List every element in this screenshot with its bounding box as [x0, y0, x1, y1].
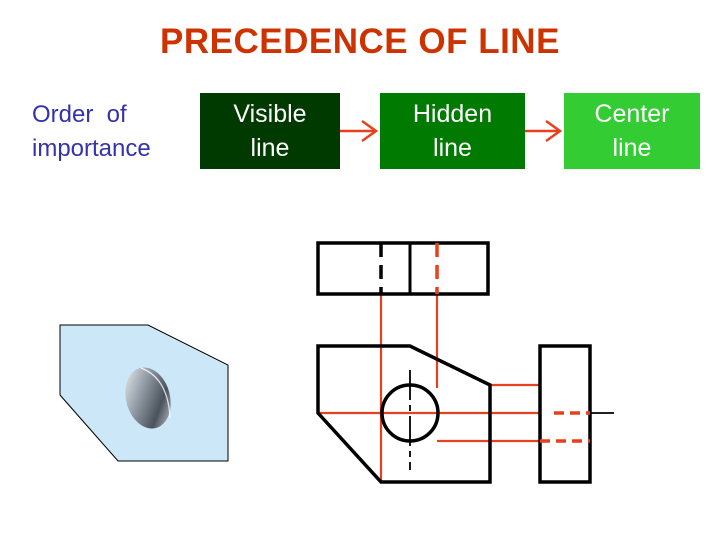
visible-line-label-2: line — [250, 134, 290, 162]
arrow-visible-to-hidden — [340, 119, 379, 143]
visible-line-box: Visible line — [200, 93, 340, 169]
projection-lines — [318, 295, 540, 482]
order-label-line2: importance — [32, 135, 151, 162]
hidden-line-label-1: Hidden — [412, 100, 493, 128]
top-view — [316, 241, 490, 296]
visible-line-label-1: Visible — [233, 100, 307, 128]
order-label-line1: Order of — [32, 101, 127, 128]
center-line-label-2: line — [612, 134, 652, 162]
hidden-line-box: Hidden line — [380, 93, 525, 169]
isometric-view — [59, 324, 229, 462]
hidden-line-label-2: line — [433, 134, 472, 162]
arrow-hidden-to-center — [525, 119, 563, 143]
center-line-box: Center line — [564, 93, 700, 169]
order-of-importance-label: Order of importance — [32, 98, 151, 166]
page-title: PRECEDENCE OF LINE — [160, 22, 560, 61]
center-line-label-1: Center — [594, 100, 670, 128]
side-view — [538, 344, 614, 484]
front-view — [316, 344, 492, 484]
